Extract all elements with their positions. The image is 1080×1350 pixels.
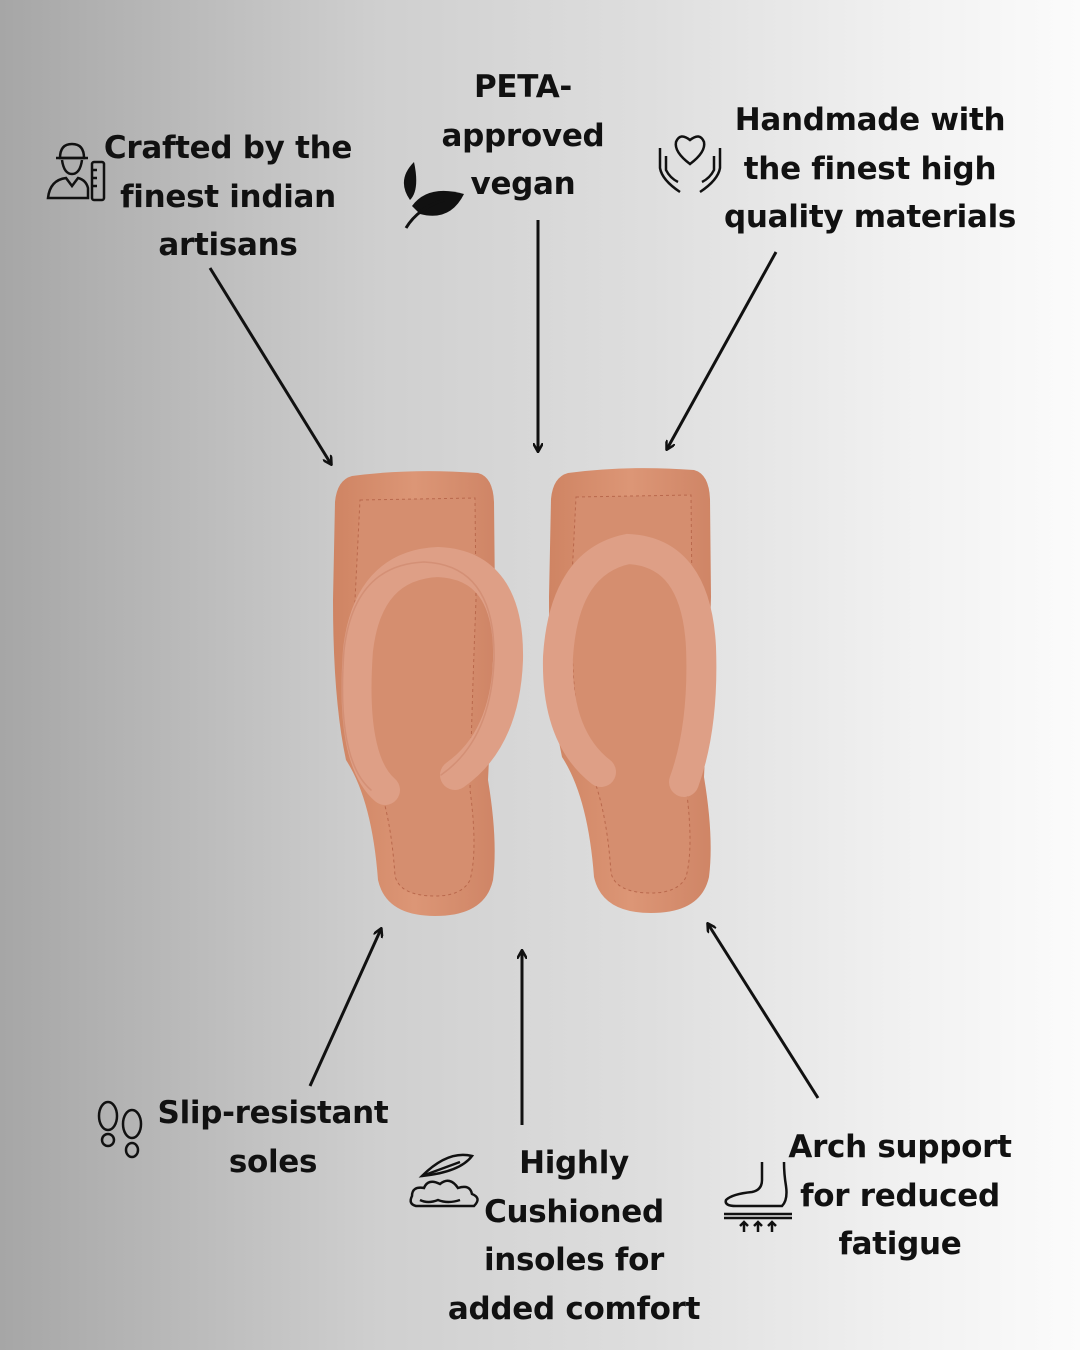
foot-arch-icon (724, 1161, 792, 1232)
footprints-icon (97, 1100, 143, 1159)
feather-cloud-icon (409, 1153, 479, 1208)
arrow-handmade (667, 251, 778, 449)
feature-artisans: Crafted by the finest indian artisans (88, 124, 368, 270)
feature-text: vegan (470, 166, 576, 202)
feature-text: Highly (519, 1145, 629, 1181)
feature-text: quality materials (723, 199, 1017, 235)
feature-text: the finest high (743, 150, 997, 187)
feature-slip: Slip-resistant soles (143, 1089, 403, 1186)
feature-text: Slip-resistant (157, 1095, 389, 1131)
feature-text: Crafted by the (103, 130, 353, 166)
feature-text: approved (441, 117, 605, 154)
feature-text: artisans (158, 227, 298, 263)
feature-text: fatigue (838, 1226, 962, 1262)
feature-text: Cushioned (484, 1193, 664, 1230)
artisan-worker-icon (46, 142, 106, 202)
feature-text: for reduced (800, 1177, 1000, 1214)
feature-text: PETA- (474, 69, 572, 105)
arrow-slip (308, 929, 381, 1087)
arrow-arch (708, 924, 820, 1099)
feature-text: soles (228, 1143, 318, 1180)
feature-text: finest indian (120, 178, 336, 215)
feature-cushion: Highly Cushioned insoles for added comfo… (434, 1139, 714, 1333)
feature-text: Handmade with (734, 102, 1006, 138)
sandal-right (542, 468, 717, 913)
feature-text: added comfort (447, 1290, 701, 1327)
leaf-icon (403, 162, 464, 229)
sandal-left (333, 471, 524, 916)
feature-text: insoles for (483, 1242, 665, 1278)
feature-vegan: PETA- approved vegan (403, 63, 643, 209)
feature-handmade: Handmade with the finest high quality ma… (720, 96, 1020, 242)
feature-arch: Arch support for reduced fatigue (775, 1123, 1025, 1269)
arrow-artisans (208, 267, 331, 464)
hands-heart-icon (658, 135, 722, 194)
feature-text: Arch support (788, 1129, 1012, 1165)
